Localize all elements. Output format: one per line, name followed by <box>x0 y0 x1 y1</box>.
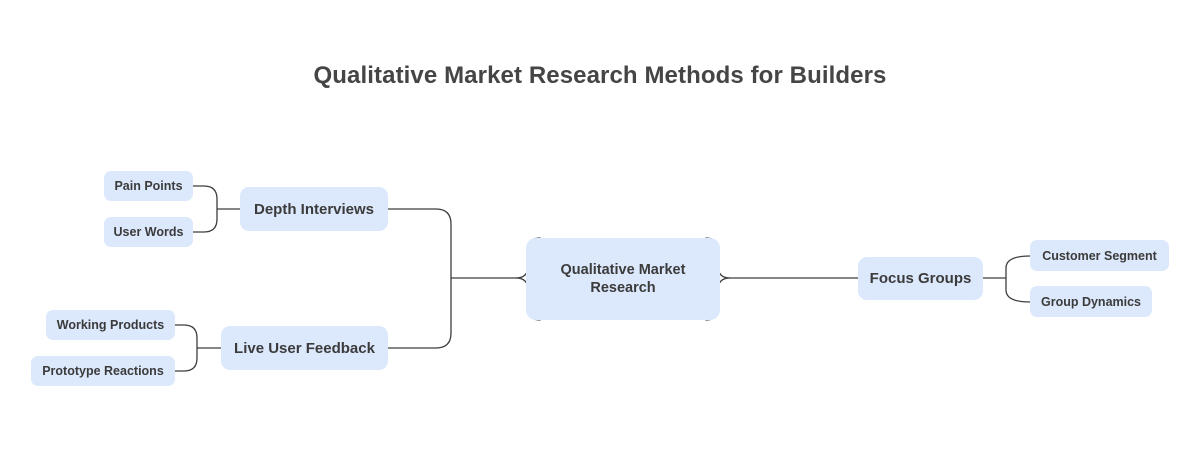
depth-interviews-node[interactable]: Depth Interviews <box>240 187 388 231</box>
depth-interviews-connector <box>387 208 452 349</box>
leaf-group-dynamics[interactable]: Group Dynamics <box>1030 286 1152 317</box>
live-feedback-leaves-connector <box>174 324 222 372</box>
focus-groups-node[interactable]: Focus Groups <box>858 257 983 300</box>
leaf-prototype-reactions[interactable]: Prototype Reactions <box>31 356 175 386</box>
leaf-customer-segment[interactable]: Customer Segment <box>1030 240 1169 271</box>
focus-groups-leaves-connector <box>982 255 1031 303</box>
leaf-working-products[interactable]: Working Products <box>46 310 175 340</box>
leaf-prototype-reactions-label: Prototype Reactions <box>42 364 164 378</box>
center-node[interactable]: Qualitative Market Research <box>526 238 720 320</box>
leaf-pain-points[interactable]: Pain Points <box>104 171 193 201</box>
leaf-user-words-label: User Words <box>113 225 184 239</box>
live-user-feedback-node[interactable]: Live User Feedback <box>221 326 388 370</box>
leaf-pain-points-label: Pain Points <box>114 179 183 193</box>
depth-interviews-leaves-connector <box>191 185 241 233</box>
diagram-title: Qualitative Market Research Methods for … <box>313 62 887 89</box>
live-user-feedback-label: Live User Feedback <box>234 339 375 357</box>
leaf-customer-segment-label: Customer Segment <box>1042 248 1157 263</box>
leaf-working-products-label: Working Products <box>56 318 165 332</box>
depth-interviews-label: Depth Interviews <box>253 200 375 218</box>
focus-groups-label: Focus Groups <box>869 270 972 287</box>
leaf-user-words[interactable]: User Words <box>104 217 193 247</box>
center-node-label: Qualitative Market Research <box>560 262 686 296</box>
leaf-group-dynamics-label: Group Dynamics <box>1040 294 1142 309</box>
